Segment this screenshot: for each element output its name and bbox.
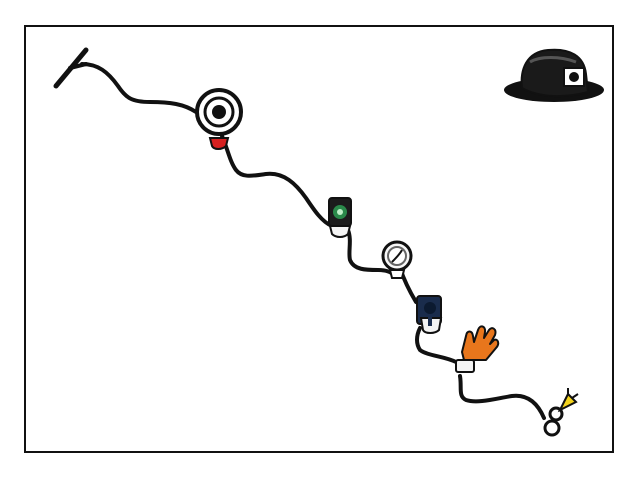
round-dial-icon[interactable] — [381, 240, 413, 279]
green-lens-device-icon[interactable] — [328, 197, 352, 238]
orange-glove-icon[interactable] — [455, 325, 500, 373]
rope-path — [80, 62, 546, 420]
yellow-hook-tip-icon[interactable] — [543, 388, 579, 437]
black-hat-icon[interactable] — [504, 48, 604, 102]
t-bar-handle-icon[interactable] — [53, 47, 89, 89]
navy-device-icon[interactable] — [416, 295, 443, 334]
ring-gauge-icon[interactable] — [195, 88, 243, 150]
